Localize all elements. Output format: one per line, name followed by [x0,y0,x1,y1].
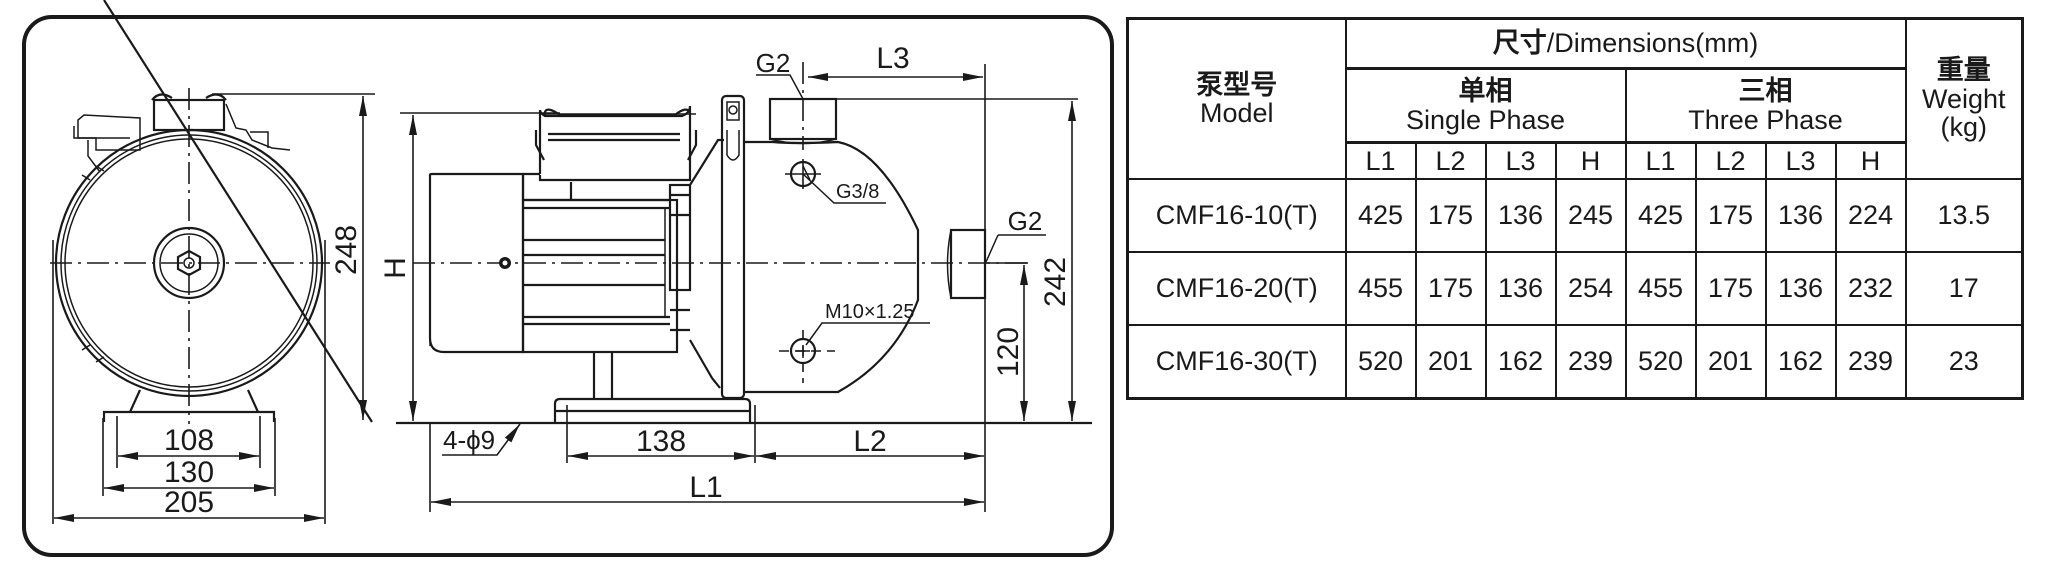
cell-single-L2: 175 [1414,251,1487,326]
cell-three-L1: 520 [1624,324,1697,400]
table-row: CMF16-30(T) 520 201 162 239 520 201 162 … [1126,324,2024,400]
dim-outlet-height-242: 242 [1039,257,1072,307]
header-three-phase-en: Three Phase [1688,104,1843,135]
dim-L2: L2 [853,425,886,458]
cell-single-L2: 201 [1414,324,1487,400]
header-single-phase-cn: 单相 [1458,76,1513,107]
subheader-single-L3: L3 [1484,141,1557,180]
cell-single-L3: 136 [1484,178,1557,253]
subheader-single-H: H [1554,141,1627,180]
dim-L1: L1 [689,471,722,504]
cell-three-L3: 136 [1764,178,1837,253]
cell-single-H: 245 [1554,178,1627,253]
dim-height-248: 248 [330,225,363,275]
cell-three-L1: 455 [1624,251,1697,326]
subheader-single-L1: L1 [1344,141,1417,180]
header-weight-unit: (kg) [1940,112,1988,143]
cell-three-H: 224 [1834,178,1907,253]
drain-plug-M10: M10×1.25 [825,301,915,323]
cell-weight: 13.5 [1904,178,2024,253]
header-single-phase: 单相 Single Phase [1344,67,1627,144]
subheader-three-L1: L1 [1624,141,1697,180]
mounting-holes-label: 4-ϕ9 [443,425,495,455]
cell-single-H: 254 [1554,251,1627,326]
dim-foot-outer-130: 130 [164,456,214,489]
cell-three-L2: 175 [1694,251,1767,326]
cell-single-L1: 455 [1344,251,1417,326]
dim-height-H: H [379,257,412,279]
cell-three-H: 239 [1834,324,1907,400]
header-dimensions: 尺寸/Dimensions(mm) [1344,17,1907,70]
dimensions-table: 泵型号 Model 尺寸/Dimensions(mm) 重量 Weight (k… [1126,17,2024,400]
cell-single-L3: 136 [1484,251,1557,326]
cell-weight: 17 [1904,251,2024,326]
subheader-three-L2: L2 [1694,141,1767,180]
cell-weight: 23 [1904,324,2024,400]
cell-single-L1: 425 [1344,178,1417,253]
header-three-phase: 三相 Three Phase [1624,67,1907,144]
cell-single-L2: 175 [1414,178,1487,253]
cell-three-L2: 201 [1694,324,1767,400]
pump-dimension-drawing: 248 108 130 205 [22,0,1114,557]
cell-three-L1: 425 [1624,178,1697,253]
subheader-three-L3: L3 [1764,141,1837,180]
header-model-en: Model [1199,98,1274,128]
table-row: CMF16-20(T) 455 175 136 254 455 175 136 … [1126,251,2024,326]
header-dimensions-cn: 尺寸 [1492,28,1547,59]
header-weight-cn: 重量 [1936,55,1991,86]
cell-single-L3: 162 [1484,324,1557,400]
dim-foot-spacing-138: 138 [636,425,686,458]
cell-single-L1: 520 [1344,324,1417,400]
cell-three-L3: 136 [1764,251,1837,326]
subheader-three-H: H [1834,141,1907,180]
cell-model: CMF16-20(T) [1126,251,1347,326]
thread-side-G2: G2 [1008,206,1043,236]
header-model: 泵型号 Model [1126,17,1347,180]
dim-shaft-height-120: 120 [992,327,1025,377]
thread-top-G2: G2 [756,48,791,78]
side-view: H 242 120 L3 G2 G2 G3/8 M10×1.25 4-ϕ9 13… [379,42,1092,512]
cell-model: CMF16-30(T) [1126,324,1347,400]
cell-three-L2: 175 [1694,178,1767,253]
dim-L3: L3 [876,42,909,75]
header-dimensions-en: /Dimensions(mm) [1546,28,1759,59]
front-view: 248 108 130 205 [50,0,375,524]
dim-foot-inner-108: 108 [164,424,214,457]
header-weight-en: Weight [1921,83,2006,114]
header-three-phase-cn: 三相 [1738,76,1793,107]
cell-three-L3: 162 [1764,324,1837,400]
header-single-phase-en: Single Phase [1405,104,1566,135]
table-row: CMF16-10(T) 425 175 136 245 425 175 136 … [1126,178,2024,253]
cell-three-H: 232 [1834,251,1907,326]
cell-model: CMF16-10(T) [1126,178,1347,253]
priming-plug-G3-8: G3/8 [836,181,879,203]
header-weight: 重量 Weight (kg) [1904,17,2024,180]
header-model-cn: 泵型号 [1196,69,1278,100]
dim-overall-width-205: 205 [164,486,214,519]
cell-single-H: 239 [1554,324,1627,400]
subheader-single-L2: L2 [1414,141,1487,180]
drawing-frame [22,15,1114,557]
